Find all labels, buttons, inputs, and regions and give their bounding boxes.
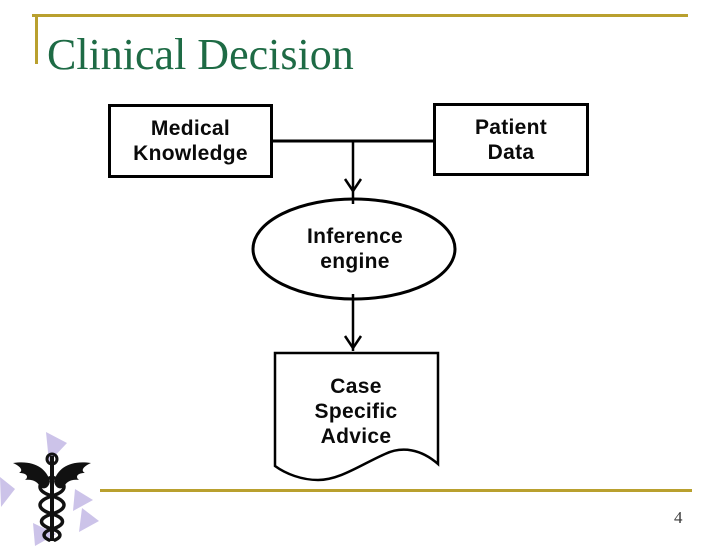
- lavender-triangle: [73, 489, 93, 511]
- lavender-triangle: [79, 508, 99, 532]
- case-specific-advice-label: Case Specific Advice: [276, 363, 436, 459]
- inference-engine-text: Inference engine: [306, 225, 404, 273]
- lavender-triangle: [0, 477, 15, 507]
- caduceus-left-wing: [13, 462, 50, 489]
- medical-knowledge-box: Medical Knowledge: [108, 104, 273, 178]
- page-number: 4: [674, 508, 683, 527]
- patient-data-label: Patient Data: [474, 115, 548, 164]
- case-specific-advice-shape: [273, 351, 440, 482]
- case-specific-advice-text: Case Specific Advice: [314, 374, 398, 448]
- title-accent-line: [35, 14, 38, 64]
- arrow-to-advice-head: [343, 335, 363, 351]
- medical-knowledge-label: Medical Knowledge: [133, 117, 248, 165]
- caduceus-icon: [0, 432, 99, 546]
- top-accent-line: [32, 14, 688, 17]
- patient-data-box: Patient Data: [433, 103, 589, 176]
- caduceus-snake-right: [38, 475, 66, 542]
- caduceus-right-wing: [54, 462, 91, 489]
- inference-engine-label: Inference engine: [254, 199, 456, 299]
- arrow-to-inference-head: [343, 178, 363, 194]
- slide-title: Clinical Decision: [47, 30, 354, 79]
- bottom-accent-line: [100, 489, 692, 492]
